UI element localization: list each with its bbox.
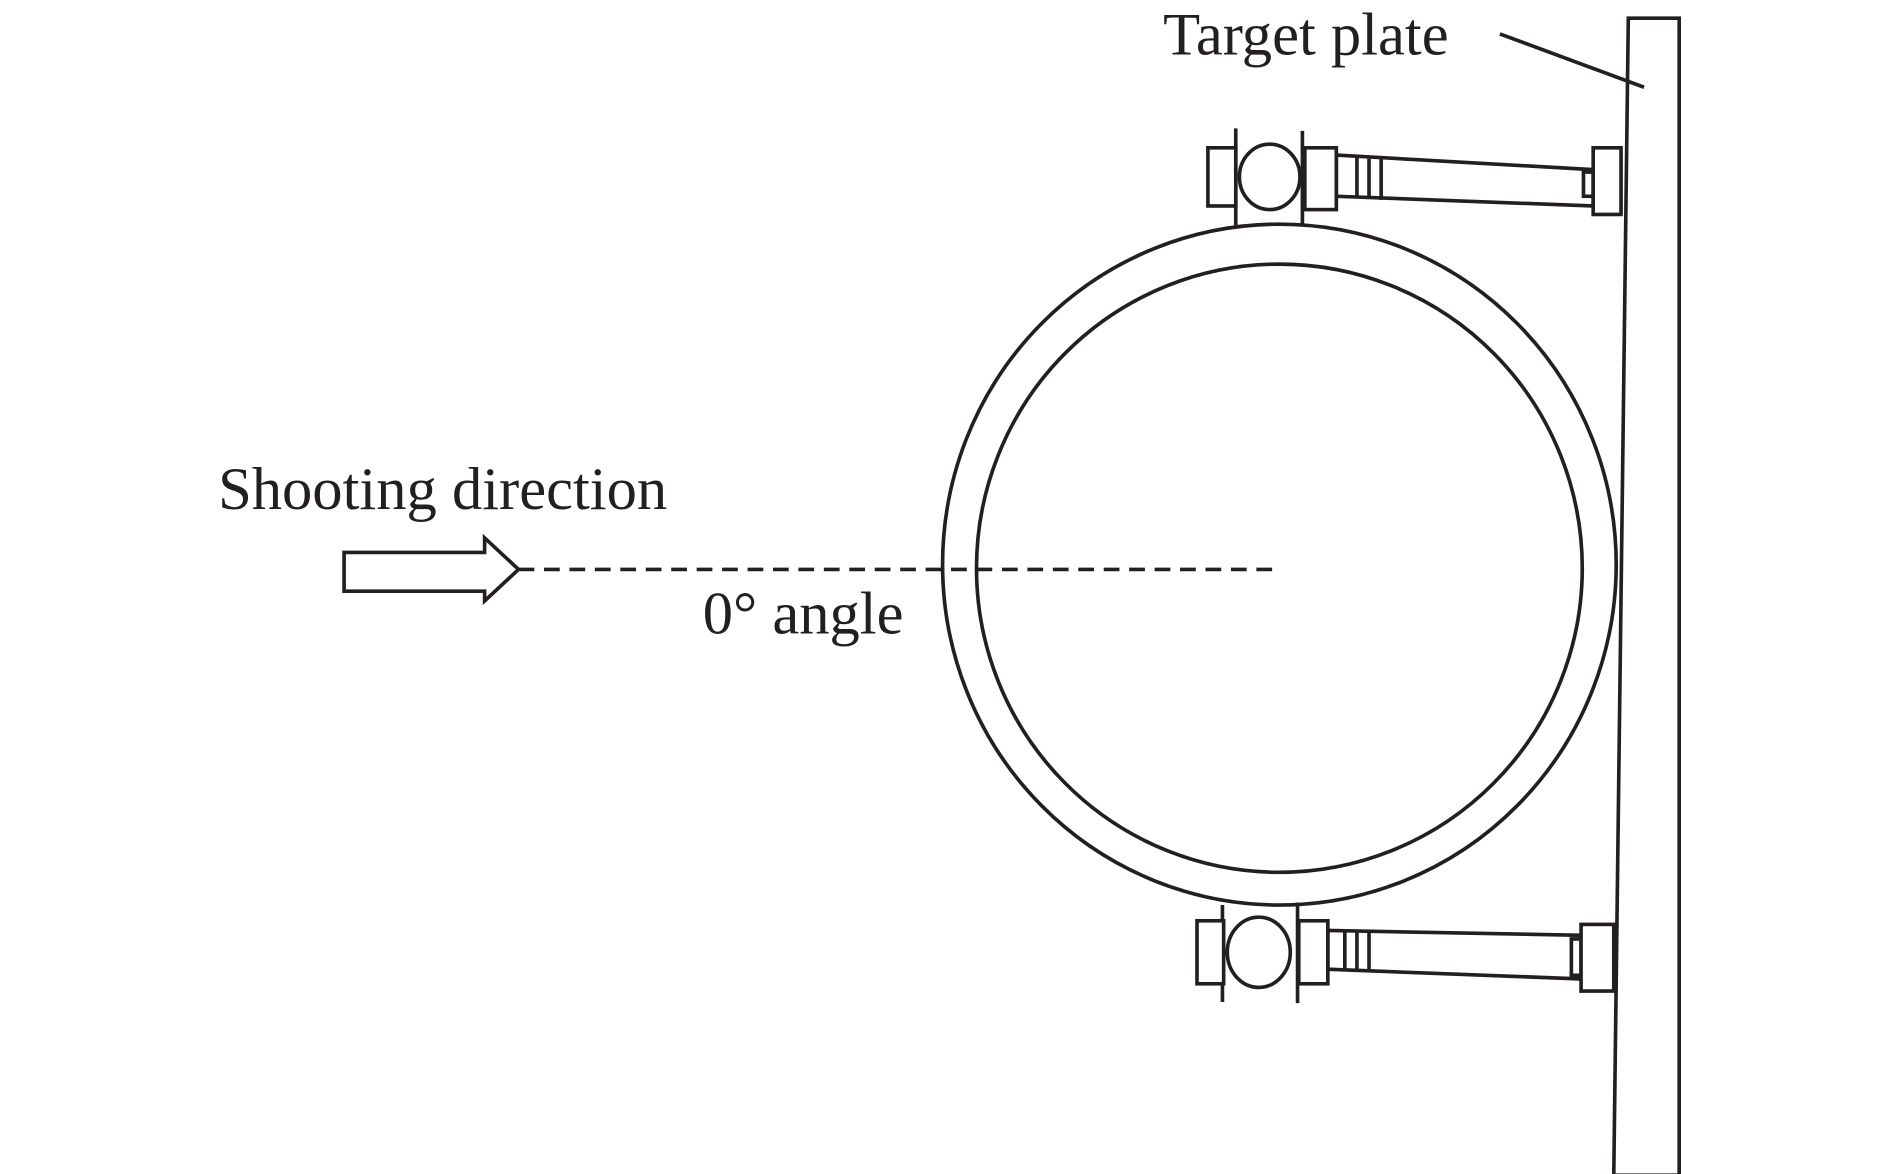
bottom-right-nut [1296, 918, 1330, 986]
angle-label: 0° angle [703, 581, 904, 648]
pipe-outer-wall [940, 222, 1619, 907]
top-ball-joint [1237, 142, 1302, 212]
top-left-nut [1206, 145, 1238, 208]
target-plate-leader-line [1499, 32, 1645, 89]
top-right-nut [1303, 146, 1339, 212]
top-rod [1334, 153, 1595, 208]
bottom-clamp [1195, 902, 1616, 1004]
bottom-left-nut [1195, 918, 1226, 986]
bottom-ball-joint [1225, 915, 1293, 990]
bottom-rod-end-block [1579, 922, 1616, 993]
bottom-rod [1326, 928, 1583, 981]
target-plate-label: Target plate [1163, 2, 1449, 69]
top-rod-end-block [1591, 146, 1623, 217]
top-clamp [1206, 128, 1623, 226]
shooting-direction-label: Shooting direction [218, 456, 667, 523]
target-plate [1611, 16, 1682, 1174]
arrow-right-icon [342, 533, 522, 606]
